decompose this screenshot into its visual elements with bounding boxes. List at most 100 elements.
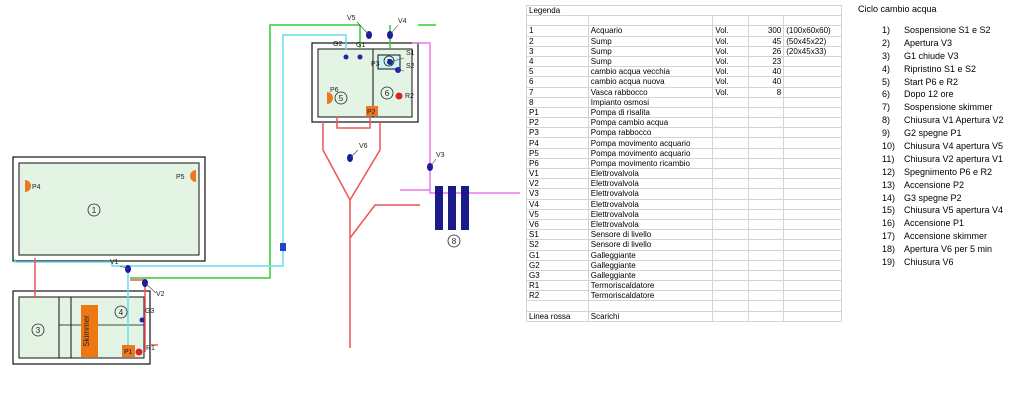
legend-cell xyxy=(783,198,842,210)
step-item: 10)Chiusura V4 apertura V5 xyxy=(858,140,1024,153)
legend-cell xyxy=(747,106,785,119)
step-item: 5)Start P6 e R2 xyxy=(858,76,1024,89)
legend-cell: (20x45x33) xyxy=(783,45,842,57)
step-item: 6)Dopo 12 ore xyxy=(858,88,1024,101)
step-item: 7)Sospensione skimmer xyxy=(858,101,1024,114)
step-number: 4) xyxy=(882,63,891,74)
legend-cell: Galleggiante xyxy=(587,249,714,261)
legend-cell: Sensore di livello xyxy=(587,229,714,241)
legend-cell: Vol. xyxy=(712,25,749,37)
step-item: 16)Accensione P1 xyxy=(858,217,1024,230)
legend-cell xyxy=(712,178,749,190)
legend-cell xyxy=(747,188,785,200)
leader-line xyxy=(429,158,437,168)
step-text: Accensione P2 xyxy=(904,179,965,190)
legend-cell xyxy=(712,198,749,210)
legend-cell: V5 xyxy=(526,208,589,220)
legend-cell xyxy=(783,188,842,200)
step-item: 9)G2 spegne P1 xyxy=(858,127,1024,140)
pump-p5 xyxy=(190,170,196,182)
legend-cell xyxy=(747,208,785,220)
pump-p4 xyxy=(25,180,31,192)
legend-cell xyxy=(783,137,842,149)
pipe-marker xyxy=(280,243,286,251)
legend-cell xyxy=(747,218,785,231)
label-v1: V1 xyxy=(110,259,119,266)
legend-cell xyxy=(747,300,785,312)
float-g2 xyxy=(343,54,349,60)
legend-cell xyxy=(747,137,785,149)
legend-cell: Acquario xyxy=(587,25,714,37)
legend-cell: Pompa movimento acquario xyxy=(587,147,714,159)
step-number: 11) xyxy=(882,153,895,164)
legend-cell xyxy=(783,66,842,78)
step-number: 14) xyxy=(882,192,896,203)
pipe-red-tank-bottom xyxy=(336,117,371,129)
step-text: Chiusura V1 Apertura V2 xyxy=(904,115,1004,126)
pump-p6 xyxy=(327,92,333,104)
legend-cell xyxy=(587,300,714,312)
pump-p2 xyxy=(366,106,378,116)
legend-cell xyxy=(747,157,785,170)
change-tanks-outer xyxy=(311,42,419,123)
legend-cell: P6 xyxy=(526,157,589,170)
legend-cell: Sump xyxy=(587,45,714,57)
tank-number-circle xyxy=(447,234,461,248)
legend-cell xyxy=(712,96,749,108)
legend-cell: Sump xyxy=(587,55,714,68)
pump-p1 xyxy=(122,345,135,357)
step-text: Apertura V6 per 5 min xyxy=(904,244,993,255)
step-text: Chiusura V6 xyxy=(904,257,954,268)
leader-line xyxy=(389,24,399,36)
legend-cell: 23 xyxy=(747,55,785,68)
step-number: 15) xyxy=(882,205,896,216)
tank-number-circle xyxy=(334,91,348,105)
legend-cell xyxy=(712,147,749,159)
tank-number-circle xyxy=(114,305,128,319)
label-v6: V6 xyxy=(359,143,368,150)
legend-cell: Elettrovalvola xyxy=(587,208,714,220)
label-r2: R2 xyxy=(405,93,414,100)
step-text: Sospensione S1 e S2 xyxy=(904,25,991,35)
step-number: 19) xyxy=(882,257,896,268)
legend-cell: Termoriscaldatore xyxy=(587,290,714,302)
legend-cell xyxy=(783,249,842,261)
step-text: G2 spegne P1 xyxy=(904,128,962,139)
legend-cell: 40 xyxy=(747,76,785,88)
legend-cell xyxy=(712,310,749,322)
float-g3 xyxy=(139,317,145,323)
legend-cell xyxy=(747,290,785,302)
step-item: 13)Accensione P2 xyxy=(858,179,1024,192)
step-number: 16) xyxy=(882,218,896,229)
legend-cell xyxy=(526,300,589,312)
step-item: 8)Chiusura V1 Apertura V2 xyxy=(858,114,1024,127)
label-p1: P1 xyxy=(124,349,133,356)
legend-cell xyxy=(712,117,749,129)
skimmer-label: Skimmer xyxy=(82,315,91,347)
osmosis-filter xyxy=(435,186,443,230)
legend-cell: Galleggiante xyxy=(587,259,714,271)
legend-cell: P3 xyxy=(526,127,589,139)
legend-cell: Elettrovalvola xyxy=(587,188,714,200)
pipe-green xyxy=(130,24,436,279)
legend-cell xyxy=(712,137,749,149)
legend-cell xyxy=(712,229,749,241)
legend-cell: cambio acqua nuova xyxy=(587,76,714,88)
legend-cell: (50x45x22) xyxy=(783,35,842,47)
